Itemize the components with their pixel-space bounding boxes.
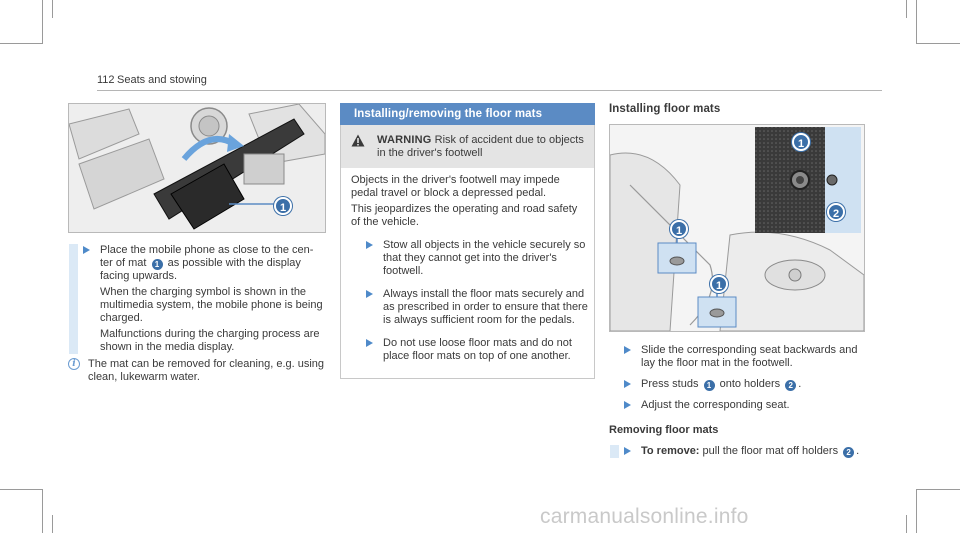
- callout-1-badge: 1: [274, 197, 292, 215]
- callout-badge: 1: [151, 259, 163, 270]
- step-arrow-icon: [366, 290, 373, 298]
- warning-label: WARNING: [377, 134, 432, 146]
- step-bar: [69, 244, 78, 354]
- callout-1-badge: 1: [792, 133, 810, 151]
- step-arrow-icon: [366, 339, 373, 347]
- warning-triangle-icon: [351, 134, 365, 147]
- floor-mat-illustration: 1 2 1 1: [609, 124, 865, 332]
- crop-mark: [916, 0, 917, 44]
- instruction-step: Stow all objects in the vehicle securely…: [351, 239, 594, 278]
- callout-badge: 2: [785, 380, 797, 391]
- step-arrow-icon: [624, 447, 631, 455]
- crop-mark: [42, 0, 43, 44]
- warning-paragraph: Objects in the driver's footwell may imp…: [351, 174, 560, 199]
- instruction-step: Always install the floor mats securely a…: [351, 288, 594, 327]
- step-arrow-icon: [624, 346, 631, 354]
- page-header: 112 Seats and stowing: [97, 73, 882, 91]
- warning-body: Objects in the driver's footwell may imp…: [341, 168, 594, 229]
- callout-1-badge: 1: [710, 275, 728, 293]
- crop-mark: [917, 43, 960, 44]
- callout-1-badge: 1: [670, 220, 688, 238]
- step-text: Place the mobile phone as close to the c…: [100, 244, 314, 282]
- callout-badge: 1: [703, 380, 715, 391]
- crop-mark: [906, 515, 907, 533]
- instruction-step: Do not use loose floor mats and do not p…: [351, 337, 594, 363]
- callout-2-badge: 2: [827, 203, 845, 221]
- step-text: Slide the corresponding seat backwards a…: [641, 344, 858, 369]
- note-text: The mat can be removed for cleaning, e.g…: [88, 358, 325, 383]
- callout-badge: 2: [843, 447, 855, 458]
- crop-mark: [0, 489, 42, 490]
- crop-mark: [52, 0, 53, 18]
- step-text: Always install the floor mats securely a…: [383, 288, 588, 326]
- column-1: 1 Place the mobile phone as close to the…: [68, 103, 326, 384]
- column-3: Installing floor mats 1 2 1 1: [609, 103, 865, 461]
- info-icon: i: [68, 358, 80, 370]
- step-arrow-icon: [624, 380, 631, 388]
- floor-mat-drawing: [610, 125, 864, 331]
- step-text: Press studs 1 onto holders 2.: [641, 378, 802, 391]
- subsection-heading: Removing floor mats: [609, 424, 719, 436]
- column-2: Installing/removing the floor mats WARNI…: [340, 103, 595, 379]
- page-number: 112: [97, 74, 115, 86]
- step-text: To remove: pull the floor mat off holder…: [641, 445, 860, 458]
- step-bar: [610, 445, 619, 458]
- warning-box: WARNING Risk of accident due to objects …: [340, 125, 595, 379]
- instruction-step: Press studs 1 onto holders 2.: [609, 378, 865, 391]
- crop-mark: [42, 489, 43, 533]
- step-text: Adjust the corresponding seat.: [641, 399, 790, 411]
- crop-mark: [916, 489, 917, 533]
- subsection-heading: Installing floor mats: [609, 103, 721, 115]
- step-text: When the charging symbol is shown in the…: [100, 286, 323, 324]
- crop-mark: [52, 515, 53, 533]
- watermark: carmanualsonline.info: [540, 505, 749, 528]
- crop-mark: [917, 489, 960, 490]
- section-heading: Installing/removing the floor mats: [340, 103, 595, 125]
- charging-mat-drawing: [69, 104, 325, 232]
- instruction-step: Adjust the corresponding seat.: [609, 399, 865, 412]
- instruction-step: To remove: pull the floor mat off holder…: [609, 445, 865, 458]
- step-text: Do not use loose floor mats and do not p…: [383, 337, 572, 362]
- step-arrow-icon: [83, 246, 90, 254]
- instruction-step: Slide the corresponding seat backwards a…: [609, 344, 865, 370]
- step-text: Malfunctions during the charging process…: [100, 328, 320, 353]
- crop-mark: [906, 0, 907, 18]
- instruction-step: Place the mobile phone as close to the c…: [68, 244, 326, 354]
- info-note: i The mat can be removed for cleaning, e…: [68, 358, 326, 384]
- warning-title: Risk of accident due to objects in the d…: [377, 134, 584, 159]
- warning-header: WARNING Risk of accident due to objects …: [341, 125, 594, 168]
- section-title: Seats and stowing: [117, 74, 207, 86]
- warning-paragraph: This jeopardizes the operating and road …: [351, 203, 578, 228]
- step-text: Stow all objects in the vehicle securely…: [383, 239, 586, 277]
- crop-mark: [0, 43, 42, 44]
- step-arrow-icon: [624, 401, 631, 409]
- step-arrow-icon: [366, 241, 373, 249]
- wireless-charging-illustration: 1: [68, 103, 326, 233]
